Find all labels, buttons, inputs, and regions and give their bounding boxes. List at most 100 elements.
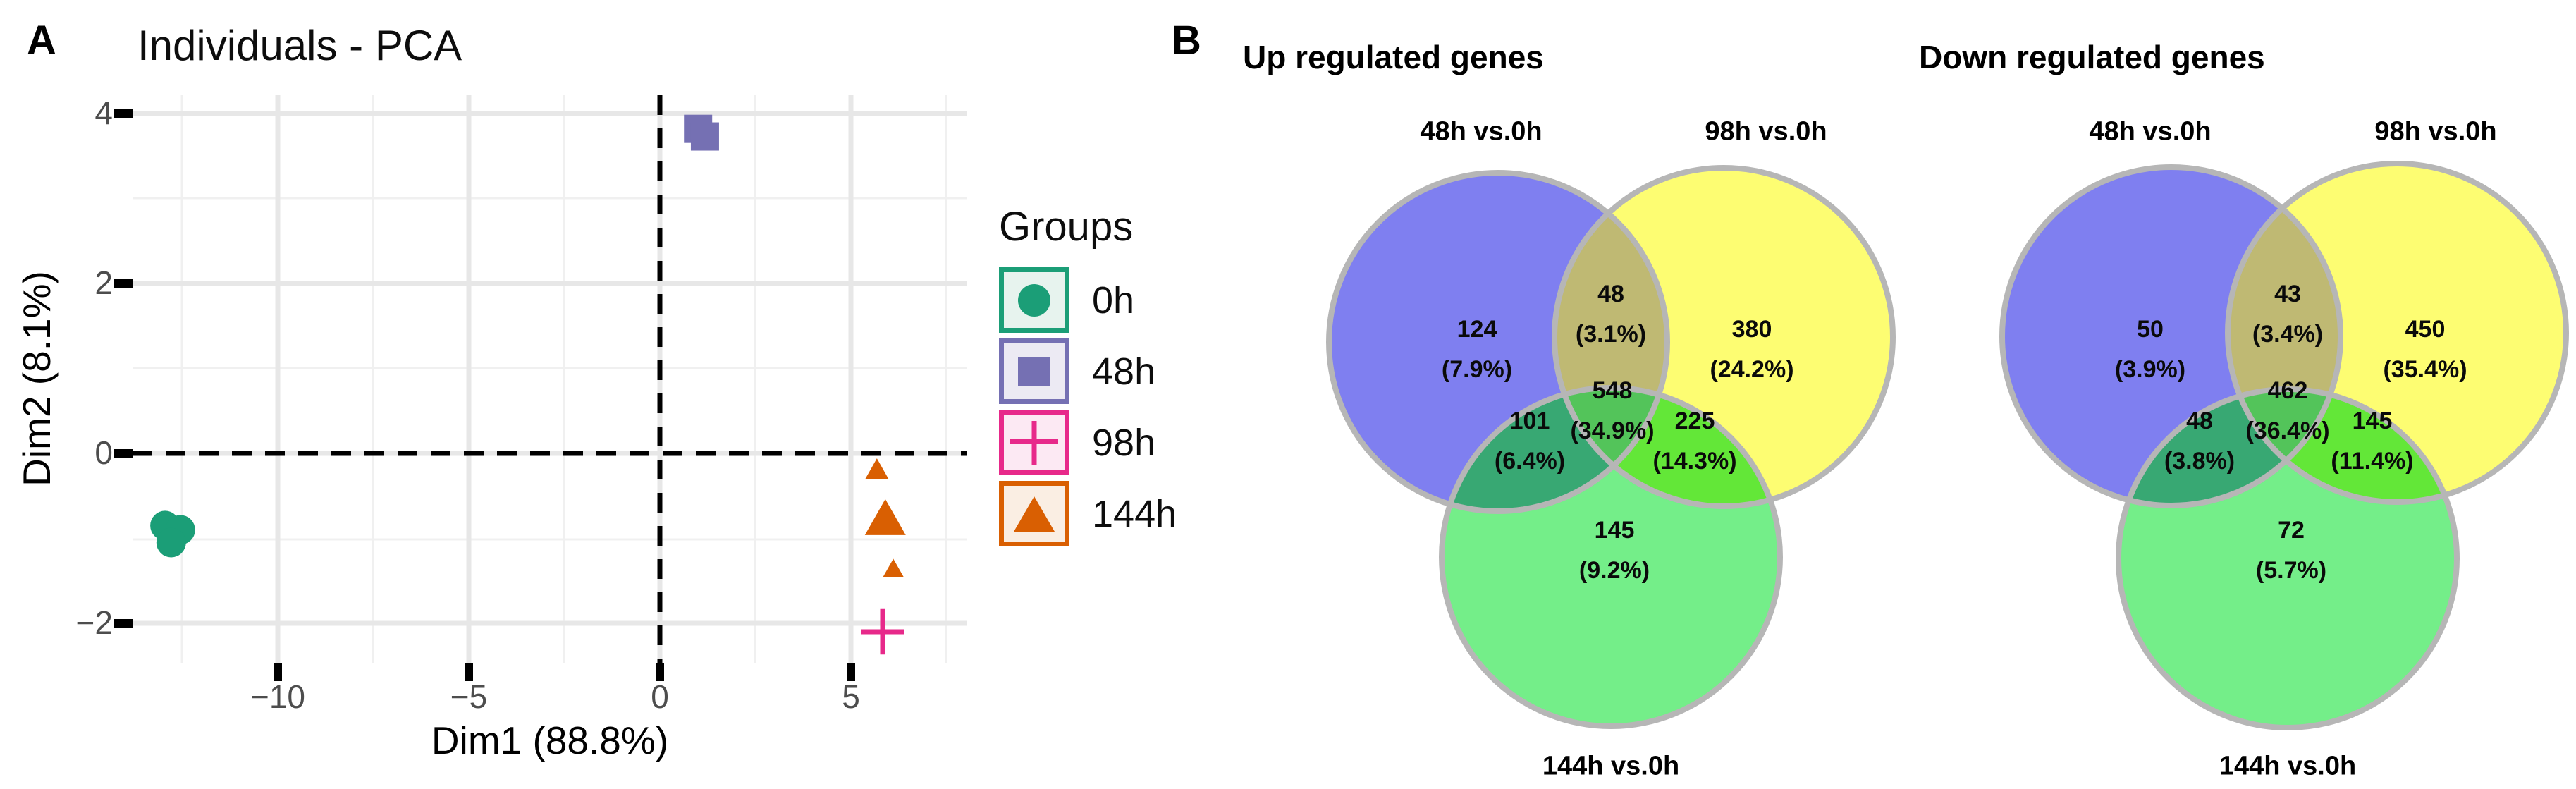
venn-down-set-label-144h: 144h vs.0h bbox=[2219, 751, 2357, 781]
legend-key-144h bbox=[999, 481, 1069, 546]
pca-major-grid bbox=[133, 95, 967, 663]
panel-a-label: A bbox=[27, 18, 56, 63]
venn-up-overlap-98-144 bbox=[1554, 388, 1780, 506]
legend-label-98h: 98h bbox=[1092, 421, 1156, 464]
pca-minor-grid bbox=[133, 95, 967, 663]
legend-item-144h: 144h bbox=[999, 481, 1177, 546]
region-count: 145 bbox=[1594, 516, 1635, 544]
y-tick-0: 0 bbox=[94, 434, 113, 471]
venn-down-region-48h-only: 50 (3.9%) bbox=[2115, 310, 2185, 390]
region-count: 124 bbox=[1456, 315, 1497, 343]
venn-up-region-98-144: 225 (14.3%) bbox=[1652, 401, 1736, 482]
region-count: 101 bbox=[1509, 407, 1550, 434]
region-count: 225 bbox=[1674, 407, 1715, 434]
pca-title: Individuals - PCA bbox=[137, 22, 462, 69]
pca-points-layer bbox=[150, 114, 906, 655]
legend-item-0h: 0h bbox=[999, 267, 1177, 333]
region-count: 548 bbox=[1592, 377, 1633, 404]
y-tick-4: 4 bbox=[94, 94, 113, 131]
venn-up-circles bbox=[1326, 165, 1896, 729]
x-tick-neg5: −5 bbox=[450, 678, 488, 715]
cross-marker-icon bbox=[1010, 420, 1058, 465]
venn-down-region-98h-only: 450 (35.4%) bbox=[2383, 310, 2467, 390]
venn-up-set-label-144h: 144h vs.0h bbox=[1542, 751, 1680, 781]
venn-up-title: Up regulated genes bbox=[1243, 39, 1544, 75]
venn-up-region-144h-only: 145 (9.2%) bbox=[1579, 510, 1650, 591]
region-pct: (9.2%) bbox=[1578, 557, 1650, 584]
venn-up-overlap-48-144 bbox=[1442, 388, 1667, 511]
pca-point-0h bbox=[156, 527, 186, 558]
y-axis-title: Dim2 (8.1%) bbox=[15, 271, 59, 487]
legend-key-0h bbox=[999, 267, 1069, 333]
region-count: 48 bbox=[1597, 280, 1624, 307]
region-pct: (6.4%) bbox=[1494, 448, 1566, 475]
pca-legend: Groups 0h 48h 98h 144h bbox=[999, 203, 1177, 552]
pca-tick-marks bbox=[114, 109, 855, 681]
venn-up-region-48-144: 101 (6.4%) bbox=[1495, 401, 1565, 482]
legend-item-48h: 48h bbox=[999, 338, 1177, 404]
panel-b-label: B bbox=[1172, 18, 1201, 63]
venn-down-circles bbox=[1999, 161, 2569, 730]
y-tick-neg2: −2 bbox=[75, 604, 113, 641]
region-pct: (36.4%) bbox=[2245, 417, 2330, 444]
venn-down-title: Down regulated genes bbox=[1919, 39, 2265, 75]
region-count: 48 bbox=[2186, 407, 2213, 434]
venn-down-region-144h-only: 72 (5.7%) bbox=[2256, 510, 2326, 591]
venn-down-region-48-98: 43 (3.4%) bbox=[2252, 274, 2323, 355]
circle-marker-icon bbox=[1018, 283, 1050, 317]
region-pct: (3.8%) bbox=[2164, 448, 2235, 475]
legend-label-0h: 0h bbox=[1092, 279, 1135, 322]
x-tick-neg10: −10 bbox=[250, 678, 306, 715]
region-pct: (3.4%) bbox=[2252, 321, 2324, 348]
region-count: 43 bbox=[2274, 280, 2301, 307]
region-pct: (7.9%) bbox=[1441, 356, 1513, 383]
region-count: 450 bbox=[2405, 315, 2446, 343]
region-pct: (3.1%) bbox=[1575, 321, 1647, 348]
pca-point-144h bbox=[864, 499, 906, 535]
triangle-marker-icon bbox=[1014, 496, 1055, 532]
region-pct: (35.4%) bbox=[2383, 356, 2467, 383]
legend-key-48h bbox=[999, 338, 1069, 404]
legend-label-144h: 144h bbox=[1092, 492, 1177, 535]
pca-point-48h bbox=[690, 122, 719, 151]
region-pct: (5.7%) bbox=[2255, 557, 2327, 584]
region-count: 72 bbox=[2278, 516, 2305, 544]
venn-up-region-98h-only: 380 (24.2%) bbox=[1710, 310, 1793, 390]
venn-down-overlap-98-144 bbox=[2228, 389, 2457, 502]
venn-up-region-center: 548 (34.9%) bbox=[1570, 371, 1654, 451]
region-pct: (11.4%) bbox=[2331, 448, 2414, 475]
venn-down-region-48-144: 48 (3.8%) bbox=[2164, 401, 2235, 482]
pca-point-98h bbox=[860, 608, 904, 655]
venn-down-region-98-144: 145 (11.4%) bbox=[2331, 401, 2413, 482]
pca-point-144h bbox=[865, 458, 889, 479]
legend-key-98h bbox=[999, 410, 1069, 475]
legend-title: Groups bbox=[999, 204, 1134, 250]
venn-down-region-center: 462 (36.4%) bbox=[2245, 371, 2329, 451]
region-count: 145 bbox=[2352, 407, 2393, 434]
region-pct: (3.9%) bbox=[2114, 356, 2186, 383]
pca-zero-reference-lines bbox=[133, 95, 967, 663]
region-count: 50 bbox=[2137, 315, 2164, 343]
x-tick-5: 5 bbox=[842, 678, 860, 715]
venn-up-set-label-48h: 48h vs.0h bbox=[1420, 116, 1542, 147]
pca-point-144h bbox=[883, 558, 904, 577]
region-pct: (34.9%) bbox=[1570, 417, 1655, 444]
region-pct: (14.3%) bbox=[1652, 448, 1737, 475]
x-tick-0: 0 bbox=[651, 678, 669, 715]
legend-label-48h: 48h bbox=[1092, 350, 1156, 393]
region-pct: (24.2%) bbox=[1710, 356, 1794, 383]
venn-down-set-label-98h: 98h vs.0h bbox=[2374, 116, 2497, 147]
region-count: 380 bbox=[1731, 315, 1772, 343]
y-tick-2: 2 bbox=[94, 264, 113, 301]
region-count: 462 bbox=[2267, 377, 2308, 404]
venn-down-set-label-48h: 48h vs.0h bbox=[2089, 116, 2212, 147]
x-axis-title: Dim1 (88.8%) bbox=[431, 718, 669, 762]
venn-up-set-label-98h: 98h vs.0h bbox=[1705, 116, 1827, 147]
venn-down-overlap-48-144 bbox=[2118, 389, 2341, 506]
venn-up-region-48-98: 48 (3.1%) bbox=[1576, 274, 1646, 355]
pca-plot-canvas bbox=[114, 95, 967, 681]
legend-item-98h: 98h bbox=[999, 410, 1177, 475]
venn-canvas bbox=[1326, 161, 2569, 730]
square-marker-icon bbox=[1018, 357, 1050, 386]
